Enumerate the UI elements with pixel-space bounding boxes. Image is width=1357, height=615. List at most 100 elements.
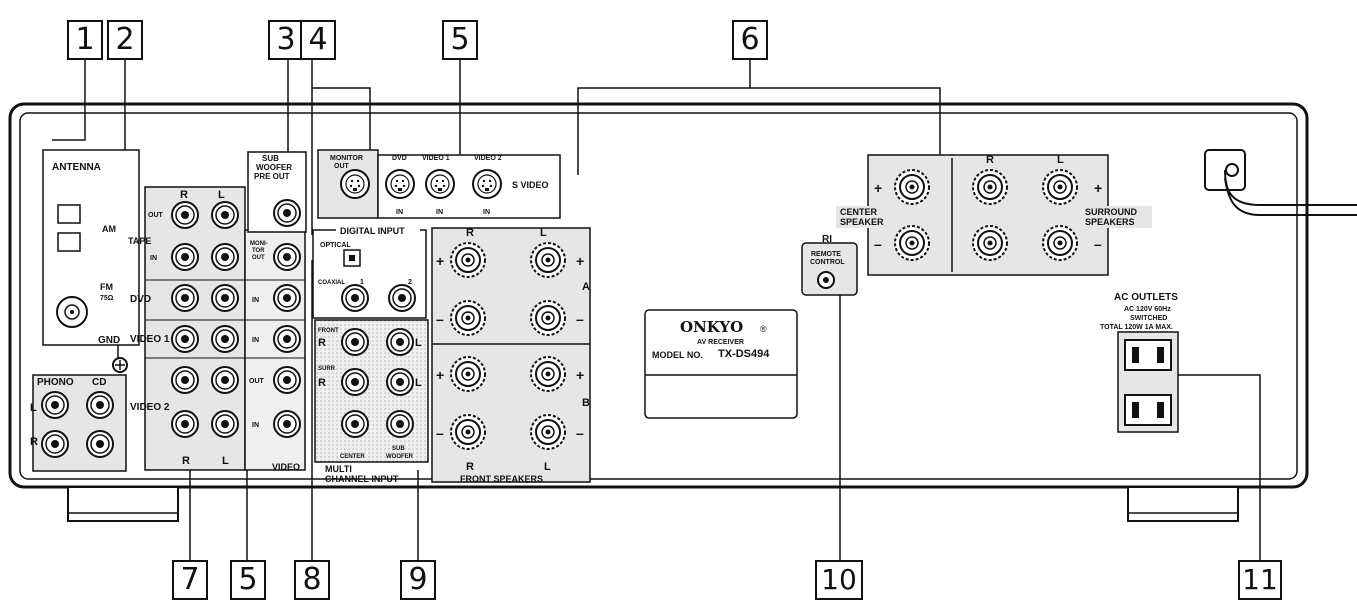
s-video-video2-jack[interactable] bbox=[472, 169, 502, 199]
multi-front-l-jack[interactable] bbox=[386, 328, 414, 356]
video-v1-in-label: IN bbox=[252, 337, 259, 344]
multi-front-r-jack[interactable] bbox=[341, 328, 369, 356]
surround-r-minus-post[interactable] bbox=[972, 225, 1008, 261]
subwoofer-pre-out-section: SUB WOOFER PRE OUT bbox=[247, 151, 307, 233]
video2-video-out-jack[interactable] bbox=[273, 366, 301, 394]
brand-logo: ONKYO bbox=[680, 318, 743, 336]
s-video-v2-in: IN bbox=[483, 209, 490, 216]
tape-in-r-jack[interactable] bbox=[171, 243, 199, 271]
video2-in-l-jack[interactable] bbox=[211, 410, 239, 438]
gnd-screw[interactable] bbox=[112, 357, 128, 373]
surround-l-minus-post[interactable] bbox=[1042, 225, 1078, 261]
multi-sub-label2: WOOFER bbox=[386, 454, 414, 460]
front-b-r-minus-post[interactable] bbox=[450, 414, 486, 450]
tape-out-r-jack[interactable] bbox=[171, 201, 199, 229]
subwoofer-pre-out-jack[interactable] bbox=[273, 199, 301, 227]
tape-in-l-jack[interactable] bbox=[211, 243, 239, 271]
video1-r-jack[interactable] bbox=[171, 325, 199, 353]
front-l-footer: L bbox=[544, 461, 551, 473]
coaxial-2-jack[interactable] bbox=[388, 284, 416, 312]
surround-l-header: L bbox=[1057, 154, 1064, 166]
ac-outlets-line2: SWITCHED bbox=[1130, 315, 1167, 322]
front-a-l-minus-post[interactable] bbox=[530, 300, 566, 336]
center-speaker-line1: CENTER bbox=[840, 207, 878, 217]
callout-8: 8 bbox=[294, 560, 330, 600]
callout-1: 1 bbox=[67, 20, 103, 60]
dvd-video-in-jack[interactable] bbox=[273, 284, 301, 312]
remote-control-jack[interactable] bbox=[817, 271, 835, 289]
front-b-label: B bbox=[582, 397, 590, 409]
phono-l-jack[interactable] bbox=[41, 391, 69, 419]
s-video-title: S VIDEO bbox=[512, 180, 549, 190]
front-a-r-minus-post[interactable] bbox=[450, 300, 486, 336]
surround-minus: – bbox=[1094, 236, 1102, 252]
fm-antenna-jack[interactable] bbox=[56, 296, 88, 328]
video2-out-l-jack[interactable] bbox=[211, 366, 239, 394]
front-r-header: R bbox=[466, 227, 474, 239]
multi-surr-r: R bbox=[318, 377, 326, 389]
dvd-r-jack[interactable] bbox=[171, 284, 199, 312]
s-video-dvd-jack[interactable] bbox=[385, 169, 415, 199]
video-column-label: VIDEO bbox=[272, 462, 300, 472]
front-b-r-plus-post[interactable] bbox=[450, 356, 486, 392]
surround-r-plus-post[interactable] bbox=[972, 169, 1008, 205]
remote-line1: REMOTE bbox=[811, 251, 841, 258]
front-b-l-plus-post[interactable] bbox=[530, 356, 566, 392]
video2-label: VIDEO 2 bbox=[130, 402, 170, 413]
callout-5-bottom: 5 bbox=[230, 560, 266, 600]
center-minus-post[interactable] bbox=[894, 225, 930, 261]
coaxial-1-jack[interactable] bbox=[341, 284, 369, 312]
audio-r-footer: R bbox=[182, 455, 190, 467]
monitor-out-video-jack[interactable] bbox=[273, 243, 301, 271]
multi-front-r: R bbox=[318, 337, 326, 349]
video2-in-r-jack[interactable] bbox=[171, 410, 199, 438]
video2-out-r-jack[interactable] bbox=[171, 366, 199, 394]
multi-surr-l-jack[interactable] bbox=[386, 368, 414, 396]
sub-line1: SUB bbox=[262, 154, 279, 163]
monitor-out-line2: TOR bbox=[252, 248, 265, 254]
front-b-l-minus-post[interactable] bbox=[530, 414, 566, 450]
multi-surr-r-jack[interactable] bbox=[341, 368, 369, 396]
s-video-monitor-line1: MONITOR bbox=[330, 155, 363, 162]
front-a-l-plus-post[interactable] bbox=[530, 242, 566, 278]
multi-center-jack[interactable] bbox=[341, 410, 369, 438]
dvd-l-jack[interactable] bbox=[211, 284, 239, 312]
video2-video-in-jack[interactable] bbox=[273, 410, 301, 438]
callout-7: 7 bbox=[172, 560, 208, 600]
remote-line2: CONTROL bbox=[810, 259, 845, 266]
phono-label: PHONO bbox=[37, 377, 74, 388]
front-b-plus-left: + bbox=[436, 367, 444, 383]
s-video-monitor-out-jack[interactable] bbox=[340, 169, 370, 199]
antenna-title: ANTENNA bbox=[52, 162, 101, 173]
center-plus-post[interactable] bbox=[894, 169, 930, 205]
callout-3: 3 bbox=[268, 20, 304, 60]
phono-r-jack[interactable] bbox=[41, 430, 69, 458]
sub-line2: WOOFER bbox=[256, 163, 292, 172]
ac-outlets-line1: AC 120V 60Hz bbox=[1124, 306, 1171, 313]
cd-r-jack[interactable] bbox=[86, 430, 114, 458]
video1-l-jack[interactable] bbox=[211, 325, 239, 353]
center-speaker-line2: SPEAKER bbox=[840, 217, 884, 227]
am-terminal-2[interactable] bbox=[57, 232, 81, 252]
multi-subwoofer-jack[interactable] bbox=[386, 410, 414, 438]
ac-outlet-2[interactable] bbox=[1124, 394, 1172, 426]
am-terminal[interactable] bbox=[57, 204, 81, 224]
ac-outlet-1[interactable] bbox=[1124, 339, 1172, 371]
video-v2-out-label: OUT bbox=[249, 378, 265, 385]
callout-11: 11 bbox=[1238, 560, 1282, 600]
callout-6: 6 bbox=[732, 20, 768, 60]
surround-l-plus-post[interactable] bbox=[1042, 169, 1078, 205]
cd-l-jack[interactable] bbox=[86, 391, 114, 419]
tape-in-label: IN bbox=[150, 255, 157, 262]
callout-4: 4 bbox=[300, 20, 336, 60]
video1-video-in-jack[interactable] bbox=[273, 325, 301, 353]
callout-9: 9 bbox=[400, 560, 436, 600]
phono-r-label: R bbox=[30, 436, 38, 448]
front-r-footer: R bbox=[466, 461, 474, 473]
s-video-video1-jack[interactable] bbox=[425, 169, 455, 199]
model-no-prefix: MODEL NO. bbox=[652, 350, 703, 360]
front-a-r-plus-post[interactable] bbox=[450, 242, 486, 278]
tape-out-l-jack[interactable] bbox=[211, 201, 239, 229]
